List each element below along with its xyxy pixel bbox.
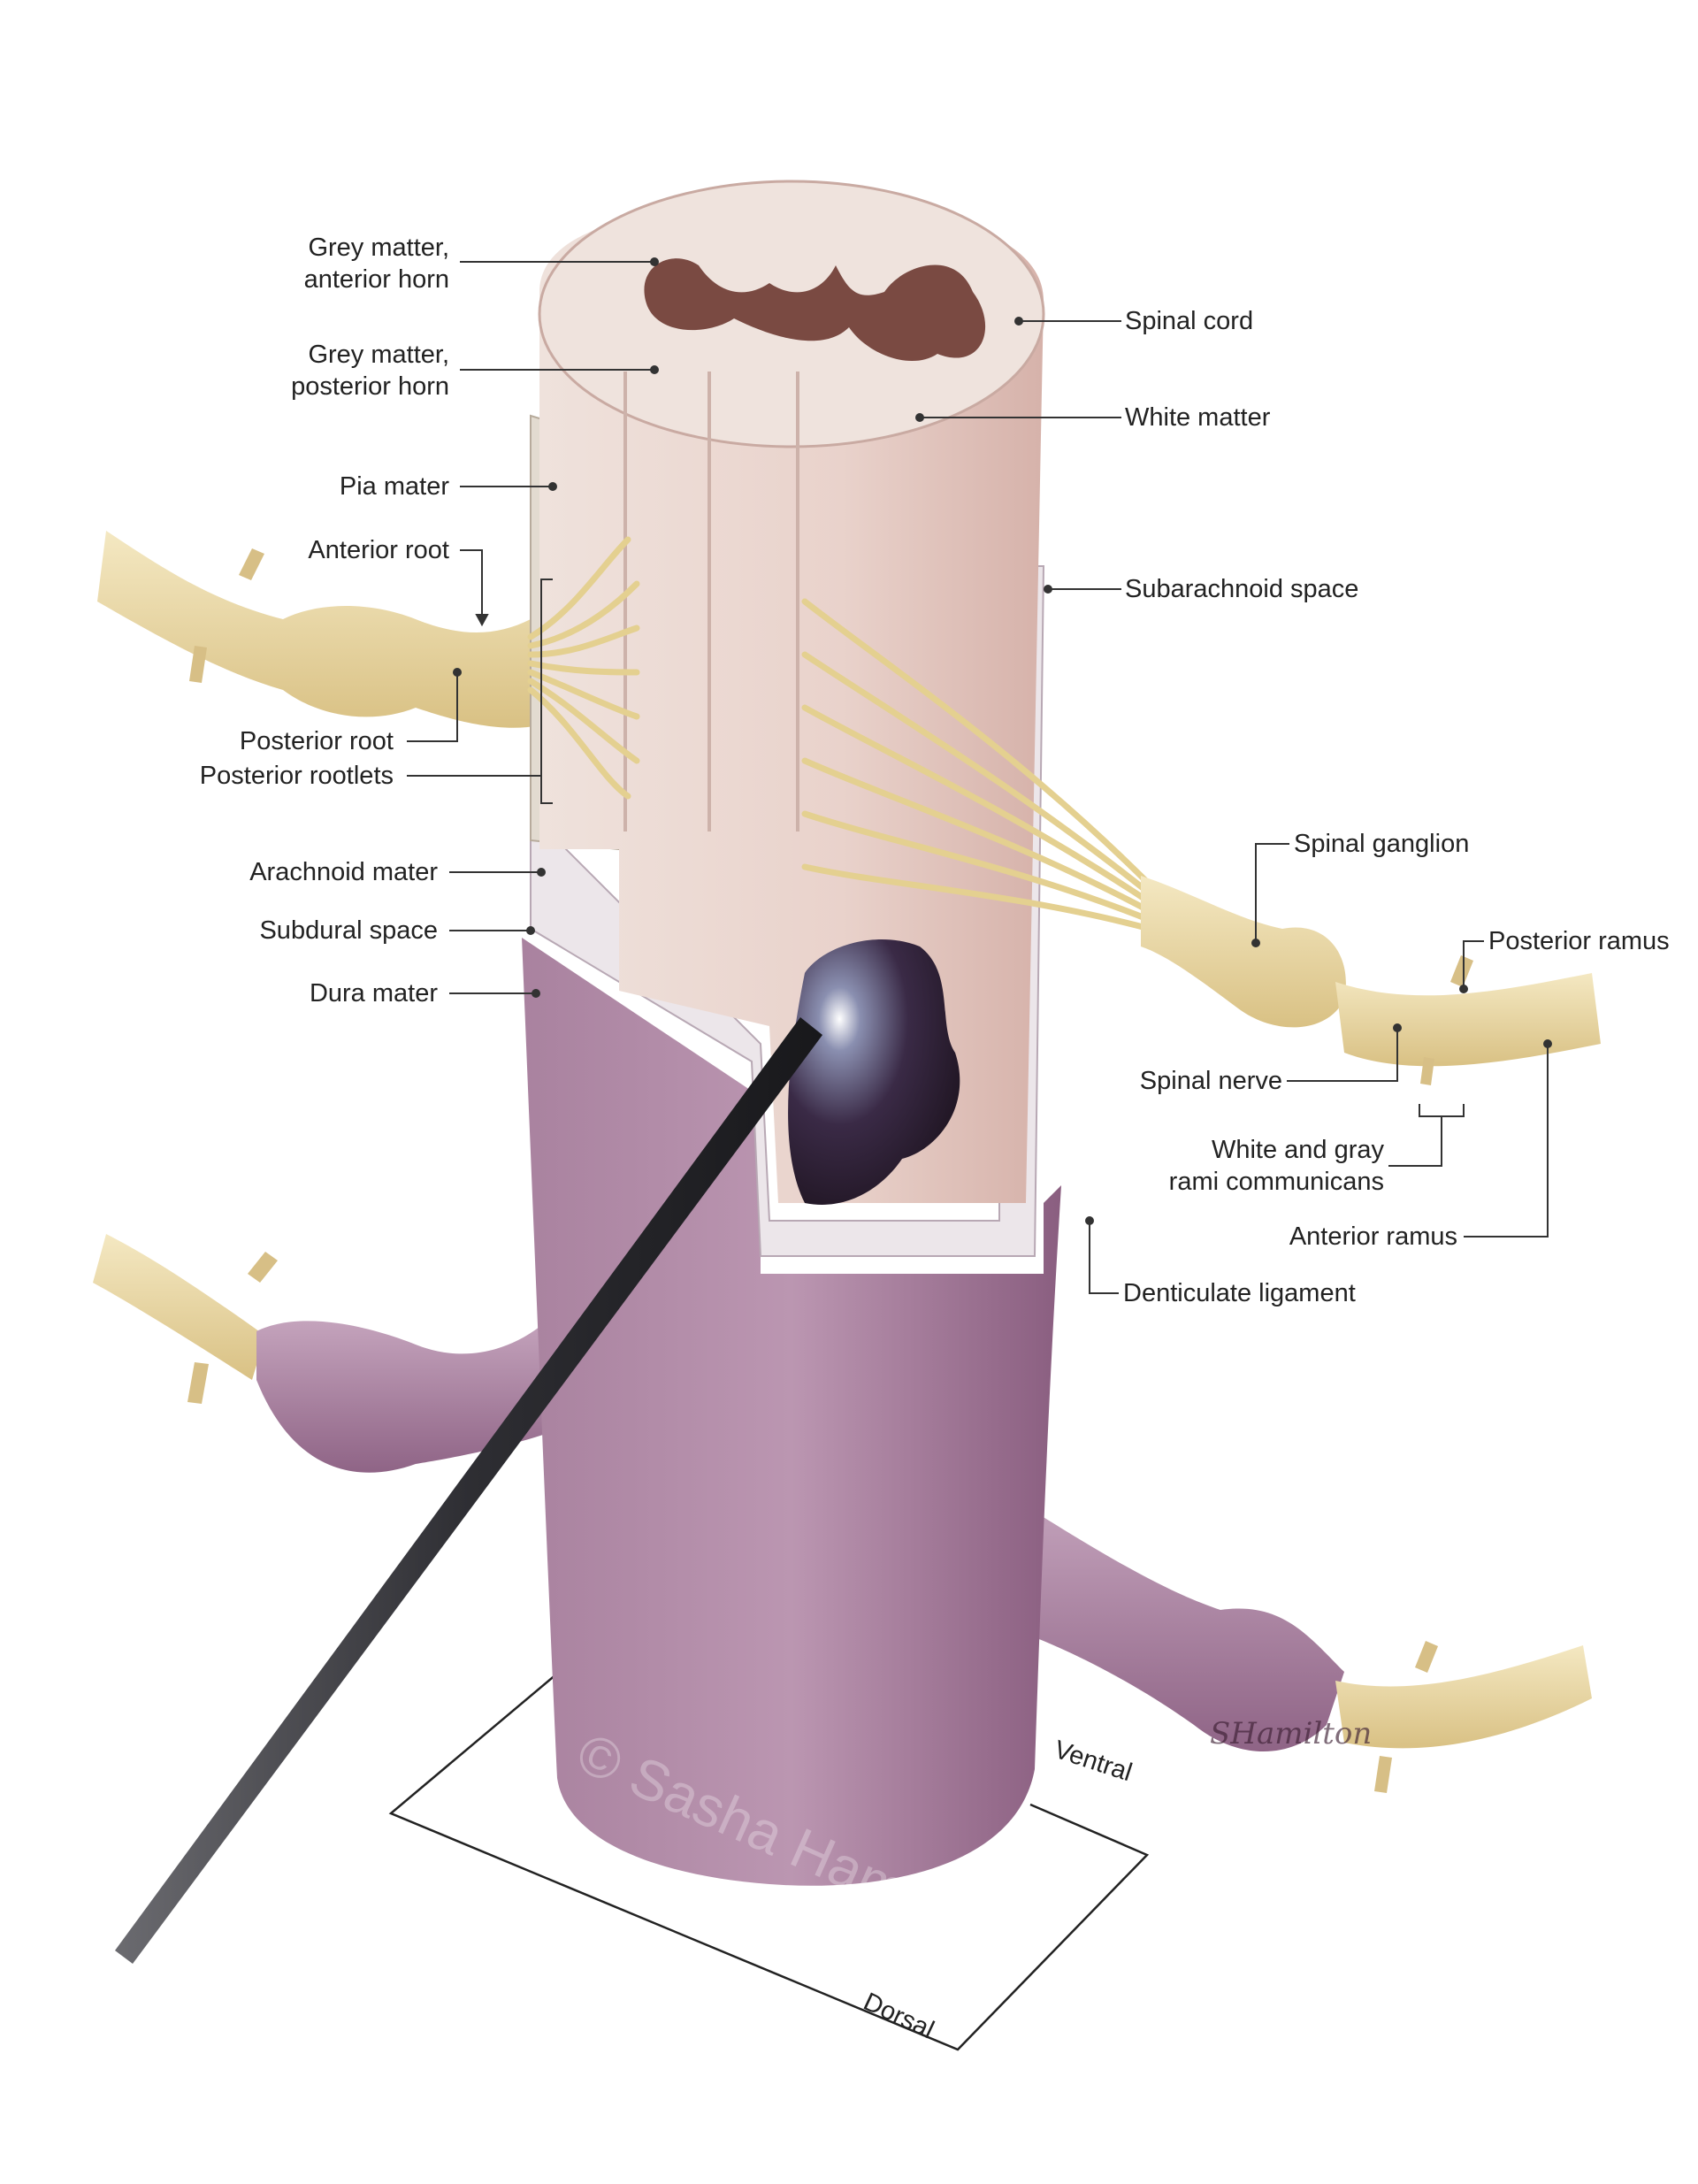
dura-tube (522, 938, 1061, 1886)
label-grey-matter-anterior-horn-line2: anterior horn (303, 265, 449, 294)
label-white-matter: White matter (1125, 403, 1271, 432)
label-grey-matter-posterior-horn-line2: posterior horn (291, 372, 449, 401)
label-grey-matter-posterior-horn-line1: Grey matter, (308, 341, 449, 369)
label-anterior-ramus: Anterior ramus (1289, 1222, 1457, 1251)
label-pia-mater: Pia mater (339, 472, 449, 501)
label-arachnoid-mater: Arachnoid mater (249, 858, 438, 886)
label-posterior-root: Posterior root (239, 727, 394, 755)
label-subdural-space: Subdural space (259, 916, 438, 945)
label-anterior-root: Anterior root (308, 536, 449, 564)
label-grey-matter-anterior-horn-line1: Grey matter, (308, 234, 449, 262)
right-rootlets (801, 598, 1153, 932)
lower-left-nerve (93, 1234, 548, 1473)
artist-signature: SHamilton (1210, 1716, 1373, 1751)
label-posterior-ramus: Posterior ramus (1488, 927, 1670, 955)
label-rami-communicans-line1: White and gray (1211, 1136, 1384, 1164)
probe (115, 1017, 822, 1964)
label-denticulate-ligament: Denticulate ligament (1123, 1279, 1356, 1307)
label-dura-mater: Dura mater (309, 979, 438, 1008)
label-spinal-nerve: Spinal nerve (1139, 1067, 1282, 1095)
arachnoid-layer (530, 565, 1045, 1257)
label-spinal-ganglion: Spinal ganglion (1294, 830, 1470, 858)
label-subarachnoid-space: Subarachnoid space (1125, 575, 1359, 603)
orientation-square (388, 1673, 1150, 2051)
right-nerve (1141, 876, 1601, 1085)
label-spinal-cord: Spinal cord (1125, 307, 1254, 335)
cutaway-hole (788, 939, 960, 1205)
label-rami-communicans-line2: rami communicans (1168, 1168, 1384, 1196)
lower-right-nerve (1008, 1495, 1592, 1793)
label-posterior-rootlets: Posterior rootlets (199, 762, 394, 790)
